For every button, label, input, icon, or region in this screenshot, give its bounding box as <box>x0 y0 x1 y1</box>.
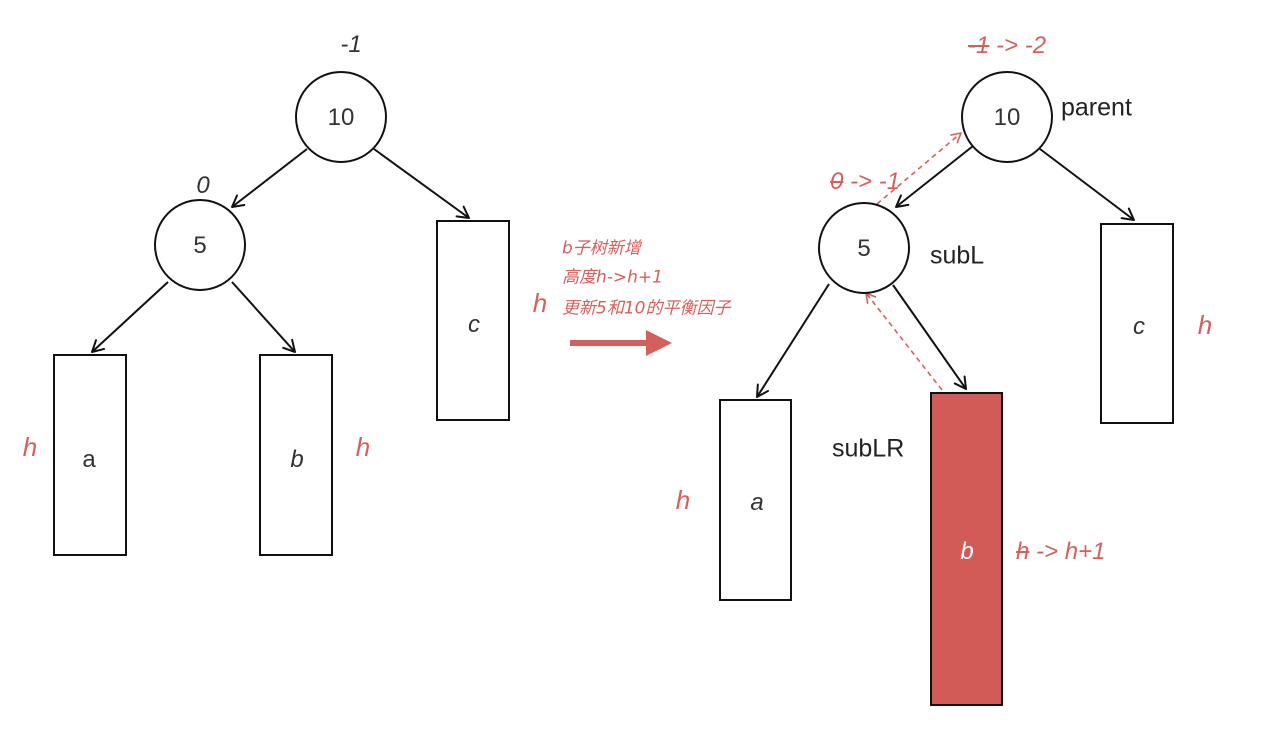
node-before-root <box>295 71 387 163</box>
after-root-balance-update: -1 -> -2 <box>968 34 1046 58</box>
edge-before-left-to-a <box>91 281 169 353</box>
before-root-balance: -1 <box>340 31 362 58</box>
after-subtree-c-label: c <box>1133 313 1145 340</box>
subtree-before-a-box <box>53 354 127 556</box>
after-root-balance-old: -1 <box>968 32 990 59</box>
after-subtree-b-height-old: h <box>1016 538 1030 565</box>
before-subtree-b-label: b <box>290 446 304 473</box>
edge-after-root-to-c <box>1039 148 1135 221</box>
edge-after-left-to-b <box>892 284 967 390</box>
before-subtree-b-height: h <box>355 432 371 462</box>
after-subtree-c-height: h <box>1197 310 1213 340</box>
transition-note-line-3: 更新5和10的平衡因子 <box>562 298 731 319</box>
after-root-name: parent <box>1061 93 1132 122</box>
transition-arrow <box>570 330 672 356</box>
after-subtree-a-label: a <box>750 489 764 516</box>
subtree-before-b-box <box>259 354 333 556</box>
update-path-left-to-root <box>876 132 962 205</box>
subtree-after-b-box <box>930 392 1003 706</box>
node-before-left <box>154 199 246 291</box>
subtree-before-c-box <box>436 220 510 421</box>
transition-note-line-2: 高度h->h+1 <box>562 267 663 288</box>
after-subtree-b-height-arrow: -> <box>1036 538 1059 565</box>
after-subtree-b-height-update: h -> h+1 <box>1016 540 1105 564</box>
edge-after-root-to-left <box>895 145 974 208</box>
before-subtree-a-label: a <box>82 446 96 473</box>
after-root-balance-arrow: -> <box>996 32 1019 59</box>
subtree-after-c-box <box>1100 223 1174 424</box>
before-root-value: 10 <box>327 104 355 131</box>
after-subtree-a-height: h <box>675 485 691 515</box>
before-left-balance: 0 <box>196 172 210 199</box>
node-after-root <box>961 71 1053 163</box>
after-left-balance-arrow: -> <box>850 168 873 195</box>
edge-before-root-to-left <box>231 148 308 208</box>
after-subtree-b-height-new: h+1 <box>1064 538 1106 565</box>
after-root-balance-new: -2 <box>1024 32 1047 59</box>
after-left-value: 5 <box>857 235 871 262</box>
tree-after <box>719 71 1174 706</box>
after-subtree-b-label: b <box>960 538 974 565</box>
after-left-balance-new: -1 <box>878 168 901 195</box>
after-left-name: subL <box>930 241 985 270</box>
after-left-balance-update: 0 -> -1 <box>830 170 900 194</box>
edge-after-left-to-a <box>756 283 830 398</box>
transition-arrow-head <box>646 330 672 356</box>
before-subtree-c-label: c <box>468 311 480 338</box>
transition-note-line-1: b子树新增 <box>562 238 641 259</box>
edge-before-left-to-b <box>231 281 296 353</box>
tree-before <box>53 71 510 556</box>
subtree-after-a-box <box>719 399 792 601</box>
before-left-value: 5 <box>193 232 207 259</box>
node-after-left <box>818 202 910 294</box>
after-root-value: 10 <box>993 104 1021 131</box>
before-subtree-a-height: h <box>22 432 38 462</box>
update-path-b-to-left <box>865 292 943 391</box>
after-subtree-b-name: subLR <box>832 434 905 463</box>
after-left-balance-old: 0 <box>830 168 844 195</box>
edge-before-root-to-c <box>373 148 470 219</box>
before-subtree-c-height: h <box>532 288 548 318</box>
